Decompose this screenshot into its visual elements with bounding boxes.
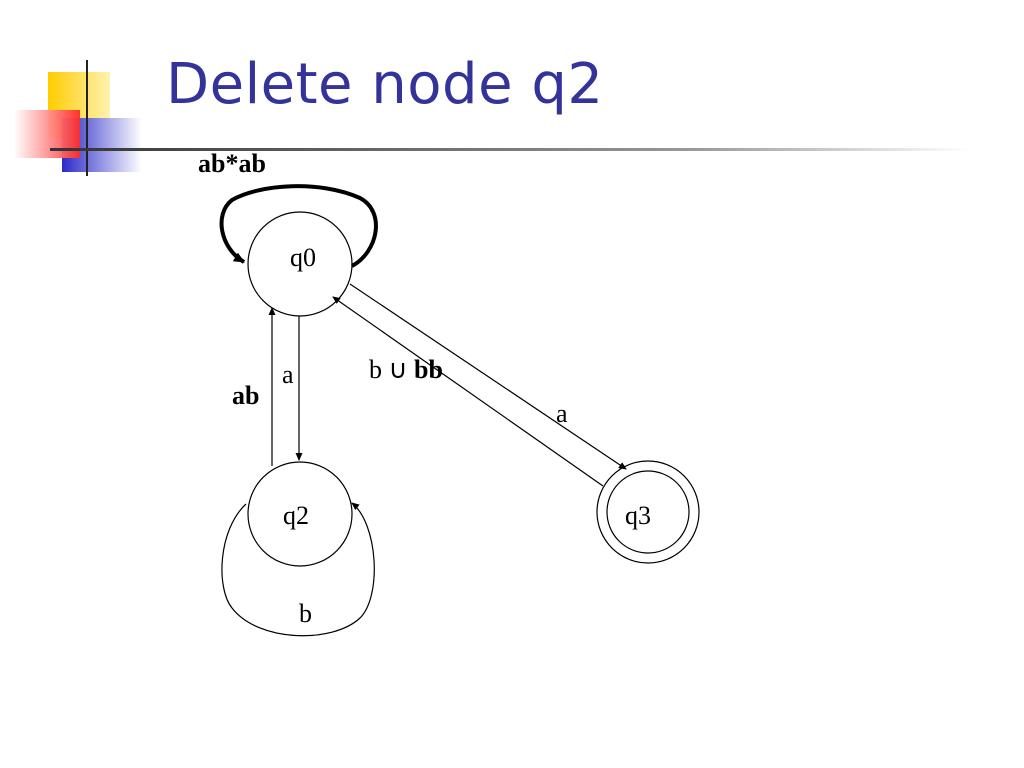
edge-q2-q0-label: ab: [232, 381, 259, 410]
edge-q0-loop-label: ab*ab: [198, 149, 266, 178]
edge-q3-q0-label-bold: bb: [414, 355, 443, 384]
edge-q0-q3: [349, 283, 627, 470]
edge-q0-loop: [219, 184, 378, 268]
edge-q3-q0-label-plain: b ∪: [369, 355, 414, 384]
edge-q3-q0-label: b ∪ bb: [369, 355, 443, 384]
edge-q0-q3-label: a: [556, 399, 568, 428]
edge-q2-loop: [221, 502, 375, 637]
edge-q3-q0: [332, 296, 604, 487]
state-q0-label: q0: [290, 243, 316, 272]
state-q3-label: q3: [625, 501, 651, 530]
edge-q0-q2-label: a: [282, 360, 294, 389]
slide-title: Delete node q2: [166, 52, 604, 117]
state-q2: q2: [247, 461, 353, 567]
state-q2-label: q2: [283, 501, 309, 530]
title-underline: [50, 148, 970, 151]
state-q0: q0: [247, 211, 353, 317]
corner-ornament: [14, 60, 970, 176]
state-q3-accepting: q3: [596, 460, 700, 564]
edge-q2-loop-label: b: [299, 599, 312, 628]
